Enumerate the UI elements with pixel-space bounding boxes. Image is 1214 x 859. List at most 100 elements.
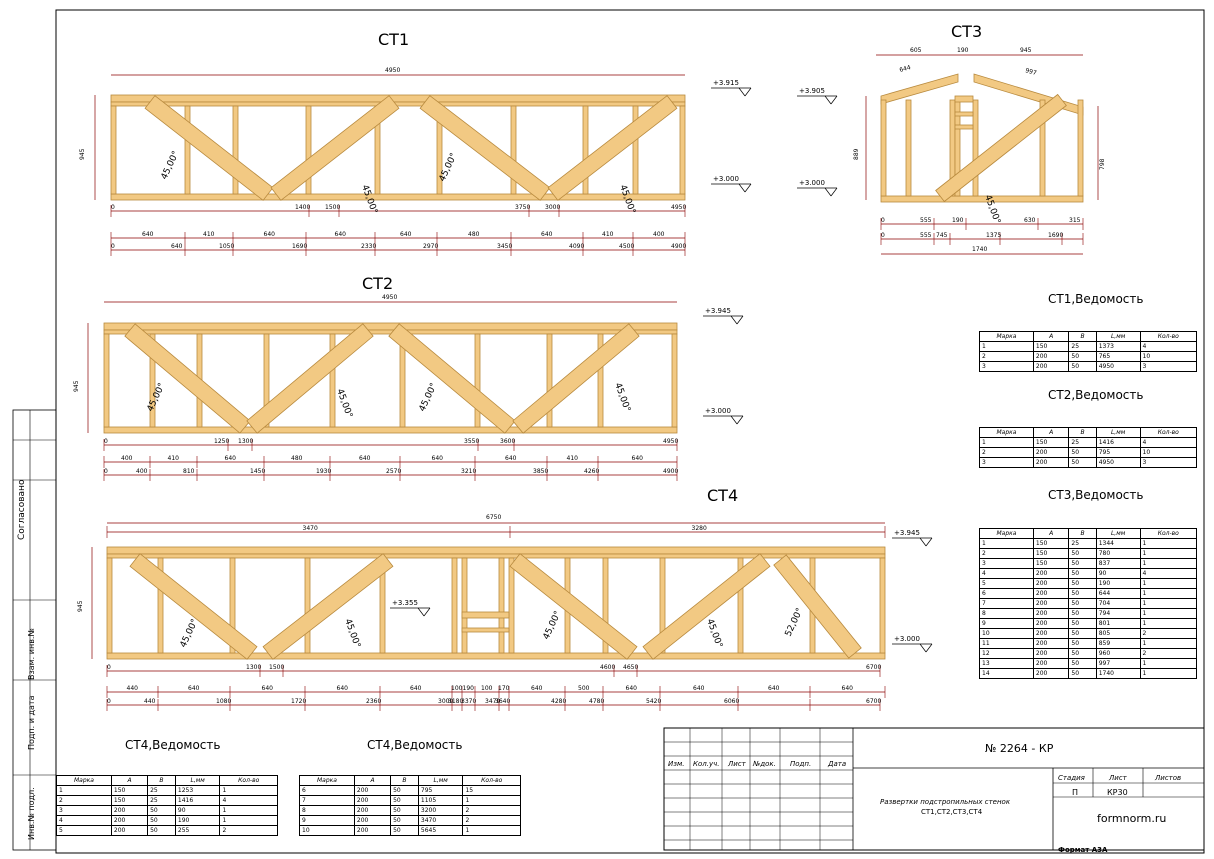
stage-label: Стадия bbox=[1058, 774, 1085, 782]
table-cell: 2 bbox=[979, 447, 1034, 458]
dimension-label: 0 bbox=[881, 232, 885, 239]
dimension-label: 640 bbox=[541, 231, 553, 238]
st4-stud bbox=[602, 557, 609, 654]
dimension-label: 440 bbox=[127, 685, 139, 692]
dimension-label: 0 bbox=[104, 468, 108, 475]
table-cell: 8 bbox=[299, 805, 355, 816]
dimension-label: 640 bbox=[188, 685, 200, 692]
dimension-label: 3370 bbox=[461, 698, 476, 705]
table-cell: 200 bbox=[1032, 598, 1070, 609]
angle-label: 45,00° bbox=[704, 618, 724, 650]
sheet-label: Лист bbox=[1109, 774, 1127, 782]
table-cell: 997 bbox=[1095, 658, 1141, 669]
dimension-label: 0 bbox=[104, 438, 108, 445]
sheet-title-line2: СТ1,СТ2,СТ3,СТ4 bbox=[921, 808, 983, 816]
table-cell: 25 bbox=[1068, 437, 1097, 448]
table-cell: 200 bbox=[1032, 457, 1070, 468]
table-cell: 50 bbox=[147, 815, 176, 826]
dimension-label: 500 bbox=[578, 685, 590, 692]
table-cell: 2 bbox=[979, 351, 1034, 362]
dimension-label: 1720 bbox=[291, 698, 306, 705]
st3-stud bbox=[880, 99, 887, 197]
sheet-value: КР30 bbox=[1107, 788, 1128, 797]
timber-brace bbox=[129, 553, 258, 660]
st2-stud bbox=[149, 333, 156, 428]
dimension-label: 640 bbox=[337, 685, 349, 692]
dimension-label: 605 bbox=[910, 47, 922, 54]
dimension-label: 410 bbox=[567, 455, 579, 462]
table-cell: 1 bbox=[979, 341, 1034, 352]
table-header-cell: Марка bbox=[979, 528, 1034, 539]
angle-label: 52,00° bbox=[784, 607, 806, 639]
dimension-label: 1080 bbox=[216, 698, 231, 705]
st3-bottom-plate bbox=[880, 195, 1084, 203]
table-cell: 1 bbox=[1139, 668, 1198, 679]
dimension-label: 3550 bbox=[464, 438, 479, 445]
table-cell: 1416 bbox=[174, 795, 221, 806]
dimension-label: 1690 bbox=[1048, 232, 1063, 239]
table-cell: 50 bbox=[1068, 598, 1097, 609]
st4-stud bbox=[229, 557, 236, 654]
table-cell: 200 bbox=[1032, 608, 1070, 619]
table-cell: 5 bbox=[979, 578, 1034, 589]
table-cell: 200 bbox=[353, 795, 392, 806]
dimension-label: 640 bbox=[171, 243, 183, 250]
st3-block bbox=[954, 111, 974, 117]
dimension-label: 640 bbox=[335, 231, 347, 238]
timber-brace bbox=[547, 95, 678, 201]
table-cell: 50 bbox=[390, 785, 419, 796]
level-arrow bbox=[744, 87, 752, 97]
table-cell: 200 bbox=[353, 785, 392, 796]
dimension-label: 644 bbox=[899, 64, 912, 74]
table-cell: 1105 bbox=[417, 795, 464, 806]
level-label: +3.000 bbox=[705, 407, 731, 415]
level-label: +3.355 bbox=[392, 599, 418, 607]
dimension-label: 640 bbox=[626, 685, 638, 692]
sidebar-agreed: Согласовано bbox=[17, 479, 27, 540]
frame-corner bbox=[1140, 9, 1205, 74]
st4-stud bbox=[498, 557, 505, 654]
table-cell: 90 bbox=[1095, 568, 1141, 579]
table-cell: 837 bbox=[1095, 558, 1141, 569]
dimension-label: 2360 bbox=[366, 698, 381, 705]
st2-title: СТ2 bbox=[362, 274, 394, 293]
table-cell: 3 bbox=[1139, 361, 1198, 372]
angle-label: 45,00° bbox=[179, 618, 201, 650]
st1-stud bbox=[679, 105, 686, 195]
table-cell: 150 bbox=[110, 785, 149, 796]
dimension-label: 1930 bbox=[316, 468, 331, 475]
st4-stud bbox=[737, 557, 744, 654]
timber-brace bbox=[642, 553, 771, 660]
st1-title: СТ1 bbox=[378, 30, 410, 49]
table-cell: 4 bbox=[219, 795, 278, 806]
timber-brace bbox=[262, 553, 394, 660]
table-header-cell: L,мм bbox=[1095, 528, 1141, 539]
table-cell: 10 bbox=[299, 825, 355, 836]
table-header-cell: A bbox=[1032, 528, 1070, 539]
table-header-cell: L,мм bbox=[417, 775, 464, 786]
table-cell: 15 bbox=[462, 785, 521, 796]
dimension-label: 0 bbox=[107, 664, 111, 671]
col-doc: №док. bbox=[753, 760, 776, 768]
table-header-cell: Кол-во bbox=[1139, 331, 1198, 342]
table-cell: 50 bbox=[1068, 618, 1097, 629]
timber-brace bbox=[124, 323, 251, 434]
dimension-label: 4090 bbox=[569, 243, 584, 250]
table-cell: 200 bbox=[1032, 648, 1070, 659]
table-header-cell: Кол-во bbox=[462, 775, 521, 786]
table-cell: 150 bbox=[1032, 548, 1070, 559]
st3-stud bbox=[1039, 99, 1046, 197]
table-cell: 2 bbox=[462, 805, 521, 816]
table-cell: 200 bbox=[1032, 588, 1070, 599]
dimension-label: 3850 bbox=[533, 468, 548, 475]
table-cell: 7 bbox=[299, 795, 355, 806]
dimension-label: 0 bbox=[111, 243, 115, 250]
st4-stud bbox=[461, 557, 468, 654]
table-cell: 795 bbox=[417, 785, 464, 796]
table-cell: 200 bbox=[353, 805, 392, 816]
